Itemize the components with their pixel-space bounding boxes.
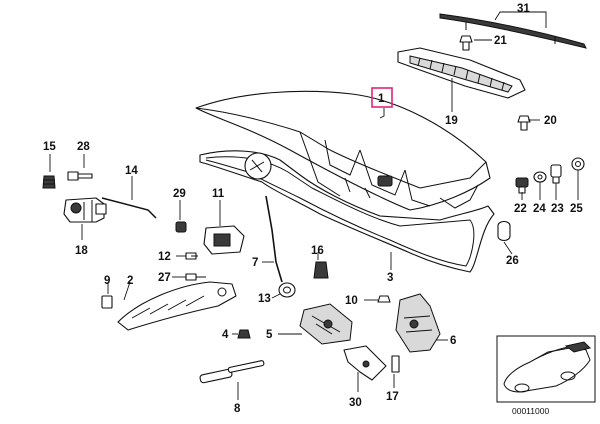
switch-11[interactable] xyxy=(203,225,245,255)
callout-19[interactable]: 19 xyxy=(445,115,458,127)
callout-29[interactable]: 29 xyxy=(173,188,186,200)
rod-7[interactable] xyxy=(265,195,283,283)
reference-inset: 00011000 xyxy=(496,335,596,416)
callout-26[interactable]: 26 xyxy=(506,255,519,267)
screw-12[interactable] xyxy=(185,252,198,260)
callout-18[interactable]: 18 xyxy=(75,245,88,257)
screw-21[interactable] xyxy=(459,35,473,51)
callout-22[interactable]: 22 xyxy=(514,203,527,215)
washer-25[interactable] xyxy=(571,157,585,171)
callout-6[interactable]: 6 xyxy=(450,335,456,347)
trunk-lid[interactable] xyxy=(195,90,491,211)
callout-8[interactable]: 8 xyxy=(234,403,241,415)
nut-4[interactable] xyxy=(237,329,251,339)
screw-17[interactable] xyxy=(391,355,400,373)
third-brake-light[interactable] xyxy=(397,47,526,99)
callout-4[interactable]: 4 xyxy=(222,329,229,341)
screw-27[interactable] xyxy=(185,273,206,281)
car-outline-icon xyxy=(503,341,591,393)
screw-20[interactable] xyxy=(517,115,531,131)
callout-14[interactable]: 14 xyxy=(125,165,138,177)
gas-strut-8[interactable] xyxy=(199,360,265,384)
clip-9[interactable] xyxy=(101,295,113,309)
callout-7[interactable]: 7 xyxy=(252,257,258,269)
grommet-13[interactable] xyxy=(278,282,296,298)
leader-lines xyxy=(49,11,579,400)
rear-spoiler-strip[interactable] xyxy=(439,13,587,49)
highlight-box xyxy=(371,87,393,108)
callout-23[interactable]: 23 xyxy=(551,203,564,215)
nut-24[interactable] xyxy=(533,171,547,183)
callout-12[interactable]: 12 xyxy=(158,251,171,263)
callout-28[interactable]: 28 xyxy=(77,141,90,153)
callout-10[interactable]: 10 xyxy=(345,295,358,307)
callout-15[interactable]: 15 xyxy=(43,141,56,153)
callout-24[interactable]: 24 xyxy=(533,203,546,215)
spring-15[interactable] xyxy=(42,175,56,189)
callout-numbers: 1 2 3 4 5 6 7 8 9 10 11 12 13 14 15 16 1… xyxy=(43,3,583,415)
bolt-29[interactable] xyxy=(175,221,187,233)
callout-31[interactable]: 31 xyxy=(517,3,530,15)
callout-11[interactable]: 11 xyxy=(212,188,225,200)
callout-20[interactable]: 20 xyxy=(544,115,557,127)
callout-16[interactable]: 16 xyxy=(311,245,324,257)
reference-code: 00011000 xyxy=(512,406,549,416)
lock-cylinder-18[interactable] xyxy=(63,197,107,223)
callout-9[interactable]: 9 xyxy=(104,275,110,287)
lock-5[interactable] xyxy=(299,303,353,345)
grommet-23[interactable] xyxy=(550,164,562,184)
callout-17[interactable]: 17 xyxy=(386,391,399,403)
clip-22[interactable] xyxy=(515,177,529,194)
callout-13[interactable]: 13 xyxy=(258,293,271,305)
striker-6[interactable] xyxy=(395,293,441,353)
buffer-16[interactable] xyxy=(313,261,329,279)
buffer-26[interactable] xyxy=(497,220,511,242)
callout-30[interactable]: 30 xyxy=(349,397,362,409)
callout-25[interactable]: 25 xyxy=(570,203,583,215)
callout-27[interactable]: 27 xyxy=(158,272,171,284)
callout-21[interactable]: 21 xyxy=(494,35,507,47)
trunk-seal[interactable] xyxy=(199,150,495,273)
callout-2[interactable]: 2 xyxy=(127,275,133,287)
bracket-30[interactable] xyxy=(343,345,387,381)
bolt-28[interactable] xyxy=(67,171,93,181)
callout-5[interactable]: 5 xyxy=(266,329,273,341)
hinge-2[interactable] xyxy=(117,281,237,331)
rod-14[interactable] xyxy=(101,197,157,219)
callout-1[interactable]: 1 xyxy=(378,93,385,105)
screw-10[interactable] xyxy=(377,295,391,303)
callout-3[interactable]: 3 xyxy=(387,272,393,284)
